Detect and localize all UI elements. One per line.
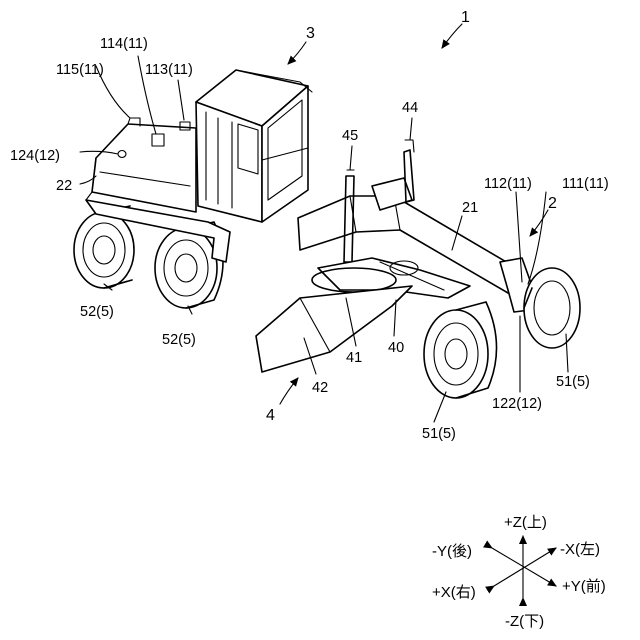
label-front-wheel-upper: 51(5) (556, 374, 590, 390)
front-wheel-upper (524, 268, 580, 348)
label-rear-body: 22 (56, 178, 72, 194)
label-cab-group: 3 (306, 25, 315, 42)
axis-label-minus-z: -Z(下) (505, 613, 544, 630)
label-vehicle: 1 (461, 9, 470, 26)
label-antenna-115: 115(11) (56, 62, 104, 78)
label-circle: 41 (346, 350, 362, 366)
label-imu-122: 122(12) (492, 396, 542, 412)
axis-label-minus-x: -X(左) (560, 541, 600, 558)
label-front-wheel-lower: 51(5) (422, 426, 456, 442)
coordinate-axes: +Z(上) -Y(後) -X(左) +X(右) +Y(前) -Z(下) (432, 514, 606, 630)
label-imu-124: 124(12) (10, 148, 60, 164)
operator-cab (196, 70, 312, 222)
label-front-frame: 21 (462, 200, 478, 216)
label-cylinder-44: 44 (402, 100, 418, 116)
label-blade-group: 4 (266, 407, 275, 424)
label-rear-wheel-right: 52(5) (162, 332, 196, 348)
blade (256, 286, 412, 372)
label-antenna-112: 112(11) (484, 176, 532, 192)
axis-label-minus-y: -Y(後) (432, 543, 472, 560)
label-antenna-114: 114(11) (100, 36, 148, 52)
motor-grader-drawing (74, 70, 580, 398)
axis-label-plus-y: +Y(前) (562, 578, 606, 595)
label-rear-wheel-left: 52(5) (80, 304, 114, 320)
label-antenna-111: 111(11) (562, 176, 609, 192)
axis-label-plus-x: +X(右) (432, 584, 476, 601)
label-drawbar: 40 (388, 340, 404, 356)
rear-body (86, 118, 196, 212)
front-wheel-lower (424, 302, 497, 398)
label-blade: 42 (312, 380, 328, 396)
label-cylinder-45: 45 (342, 128, 358, 144)
label-front-frame-group: 2 (548, 195, 557, 212)
label-antenna-113: 113(11) (145, 62, 193, 78)
axis-label-plus-z: +Z(上) (504, 514, 547, 531)
